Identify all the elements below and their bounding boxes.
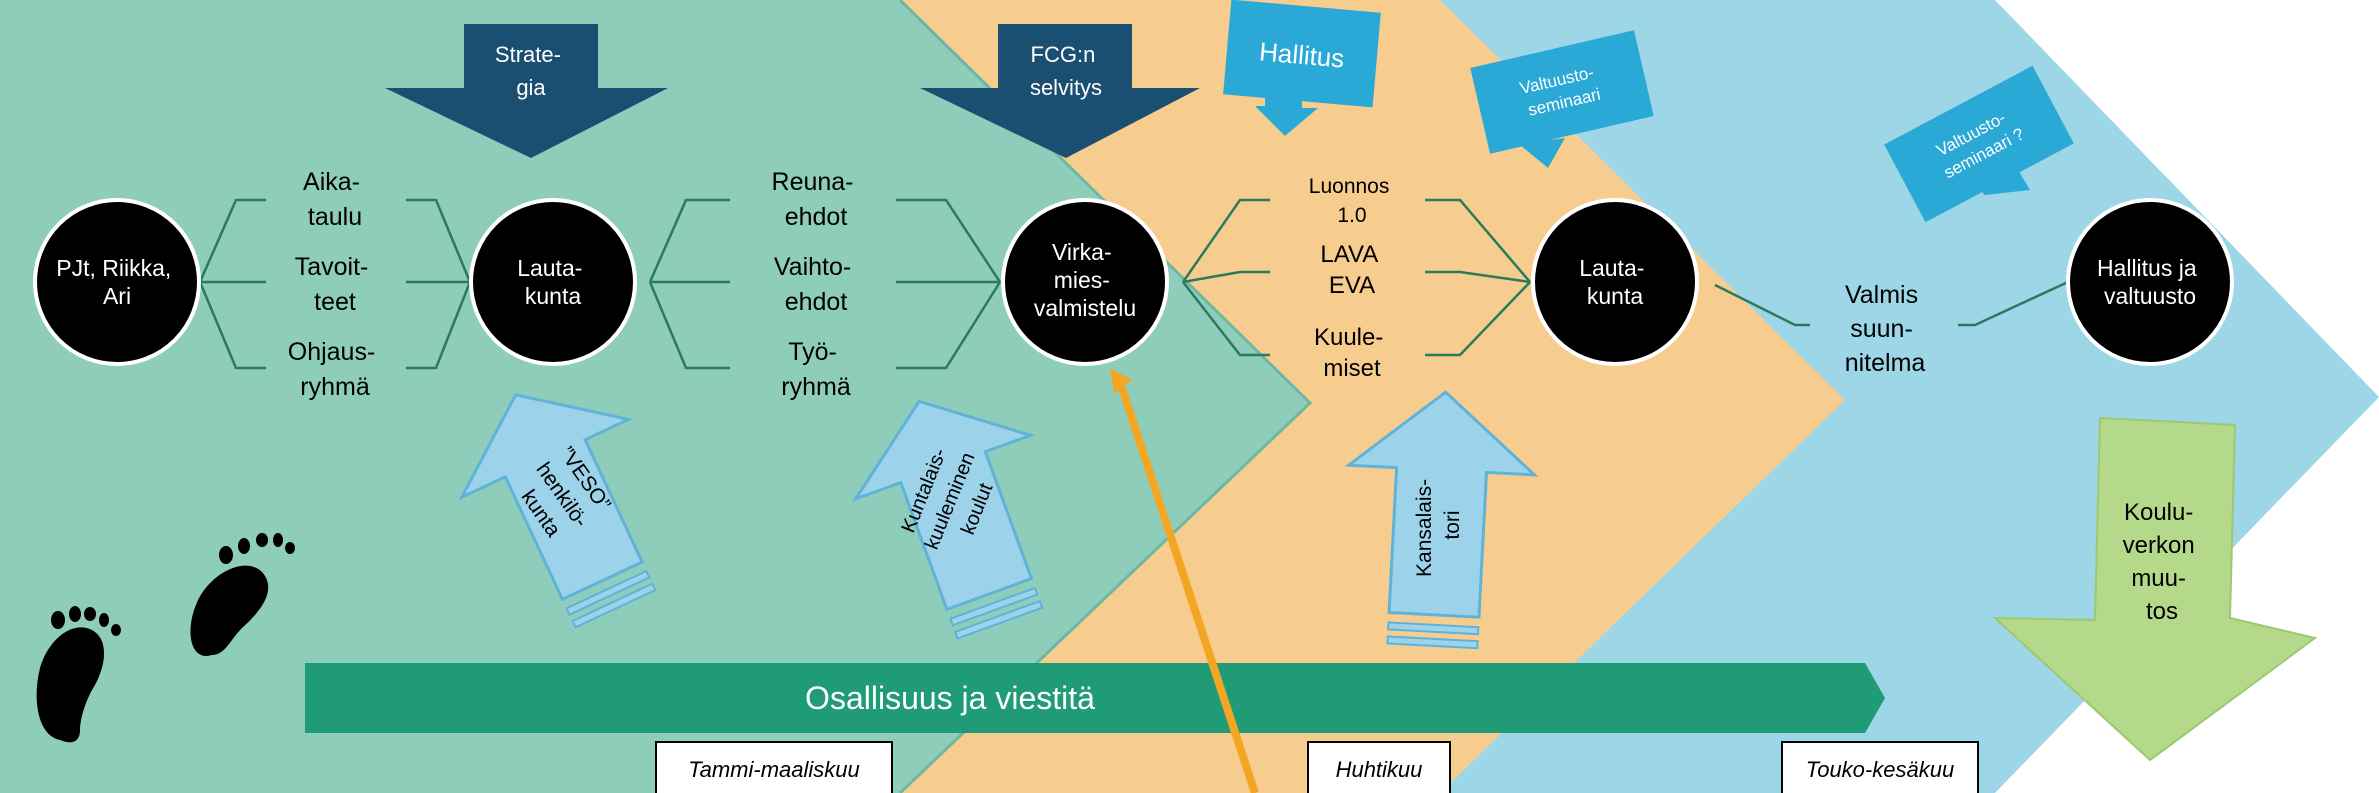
phase-1-label: Tammi-maaliskuu: [688, 757, 860, 782]
outcome-down-arrow: [1992, 416, 2318, 762]
input-steering-group: Ohjaus- ryhmä: [288, 338, 383, 401]
pointer-arrowhead: [1110, 368, 1132, 394]
start-node-label: PJt, Riikka, Ari: [56, 255, 177, 309]
input-timetable: Aika- taulu: [303, 168, 367, 231]
seminar-2-callout: [1884, 65, 2074, 223]
input-draft: Luonnos 1.0: [1309, 175, 1395, 227]
phase-1-label-box: [655, 741, 893, 793]
officials-node-label: Virka- mies- valmistelu: [1034, 239, 1136, 321]
outcome-label: Koulu- verkon muu- tos: [2123, 499, 2202, 625]
board-2-node-label: Lauta- kunta: [1579, 255, 1651, 309]
final-node-label: Hallitus ja valtuusto: [2097, 255, 2203, 309]
pointer-arrow-line: [1118, 386, 1259, 793]
officials-node: [1001, 198, 1169, 366]
footprints-icon: [36, 533, 295, 743]
hallitus-label: Hallitus: [1258, 36, 1346, 73]
input-working-group: Työ- ryhmä: [781, 338, 851, 401]
fcg-label: FCG:n selvitys: [1030, 42, 1102, 100]
final-node: [2066, 198, 2234, 366]
start-node: [33, 198, 201, 366]
participation-banner: [305, 663, 1885, 733]
input-hearings: Kuule- miset: [1314, 324, 1390, 382]
phase-3-label-box: [1781, 741, 1979, 793]
connectors: [198, 198, 2069, 370]
phase-3-label: Touko-kesäkuu: [1806, 757, 1954, 782]
kuntalais-up-arrow: [851, 399, 1044, 640]
hallitus-callout: [1223, 0, 1381, 136]
board-2-node: [1531, 198, 1699, 366]
banner-label: Osallisuus ja viestitä: [805, 680, 1095, 716]
strategy-down-arrow: [385, 24, 668, 158]
input-final-plan: Valmis suun- nitelma: [1845, 281, 1926, 377]
fcg-down-arrow: [920, 24, 1200, 158]
input-goals: Tavoit- teet: [295, 253, 376, 316]
input-alternatives: Vaihto- ehdot: [774, 253, 858, 316]
board-1-node: [469, 198, 637, 366]
kansalais-label: Kansalais- tori: [1413, 473, 1464, 577]
veso-up-arrow: [458, 393, 657, 629]
phase-2-label: Huhtikuu: [1336, 757, 1423, 782]
phase-2-label-box: [1307, 741, 1451, 793]
input-lava-eva: LAVA EVA: [1320, 241, 1383, 299]
board-1-node-label: Lauta- kunta: [517, 255, 589, 309]
strategy-label: Strate- gia: [495, 42, 567, 100]
kansalais-up-arrow: [1344, 390, 1539, 650]
seminar-1-callout: [1470, 30, 1654, 168]
input-boundary-conditions: Reuna- ehdot: [772, 168, 861, 231]
